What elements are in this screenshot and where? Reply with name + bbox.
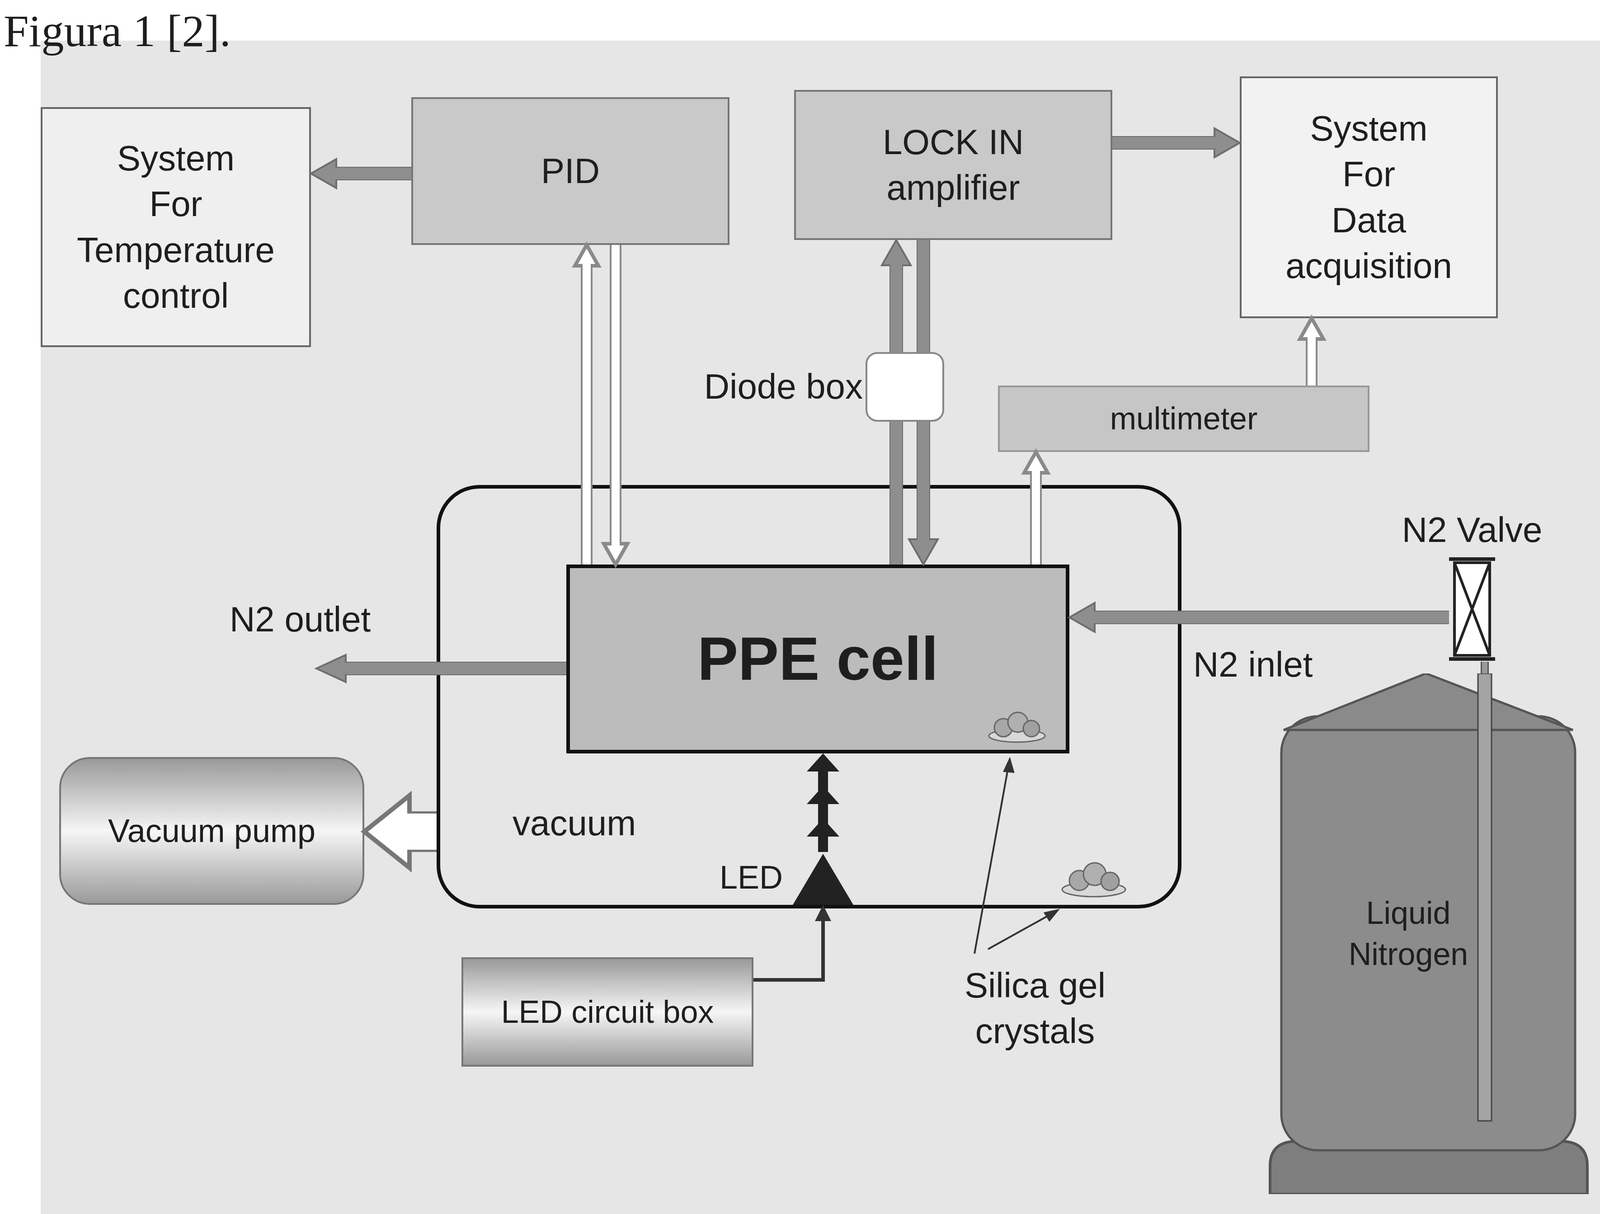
leader-line [974, 759, 1058, 954]
connector-arrow [1069, 602, 1450, 632]
led-symbol [790, 851, 856, 905]
connector-arrow [881, 240, 911, 353]
outlet-label: N2 outlet [229, 596, 371, 643]
node-label: N2 Valve [1402, 507, 1543, 553]
connector-arrow [1299, 318, 1324, 386]
connector-arrow [753, 904, 832, 980]
diode-box: Diode box [865, 352, 945, 422]
led-node: LED [719, 851, 858, 905]
node-label: vacuum [512, 800, 636, 847]
pump-box: Vacuum pump [59, 757, 365, 905]
connector-arrow [1484, 661, 1486, 674]
tank-shape [1265, 673, 1592, 1195]
figure-caption: Figura 1 [2]. [3, 1, 231, 61]
connector-arrow [923, 240, 924, 353]
node-label: System For Data acquisition [1284, 105, 1454, 290]
callout-label: Silica gel crystals [944, 962, 1126, 1055]
edge-label: N2 inlet [1193, 641, 1313, 688]
node-label: LED circuit box [501, 991, 715, 1033]
nitrogen-tank: Liquid Nitrogen [1265, 673, 1592, 1195]
node-label: LED [719, 856, 783, 899]
control-box: System For Temperature control [40, 107, 311, 348]
node-label: PID [541, 148, 600, 194]
node-label: PPE cell [697, 619, 939, 699]
connector-arrow [310, 159, 412, 189]
outlet-arrow [316, 654, 567, 683]
connector-arrow [908, 421, 938, 565]
node-label: Vacuum pump [108, 809, 316, 853]
connector-arrow [896, 421, 897, 565]
valve-node: N2 Valve [1449, 556, 1496, 662]
controller-box: PID [411, 97, 730, 245]
node-label: System For Temperature control [73, 135, 278, 320]
valve-symbol [1449, 556, 1496, 662]
acquisition-box: System For Data acquisition [1239, 76, 1498, 319]
amplifier-box: LOCK IN amplifier [794, 89, 1113, 240]
node-label: Diode box [704, 363, 863, 410]
vacuum-chamber: vacuum PPE cellLED [436, 484, 1182, 909]
connector-arrow [574, 244, 599, 565]
connector-arrow [603, 244, 628, 565]
connector-arrow [1112, 128, 1240, 158]
circuit-box: LED circuit box [461, 957, 754, 1067]
connector-arrow [364, 795, 437, 868]
node-label: LOCK IN amplifier [877, 119, 1029, 212]
connector-arrow [806, 753, 840, 852]
node-label: Liquid Nitrogen [1341, 892, 1475, 975]
connector-arrow [1024, 451, 1048, 565]
node-label: multimeter [1110, 398, 1258, 440]
cell-box: PPE cell [566, 564, 1070, 754]
silica-gel-crystals [988, 712, 1126, 897]
meter-box: multimeter [997, 385, 1370, 452]
